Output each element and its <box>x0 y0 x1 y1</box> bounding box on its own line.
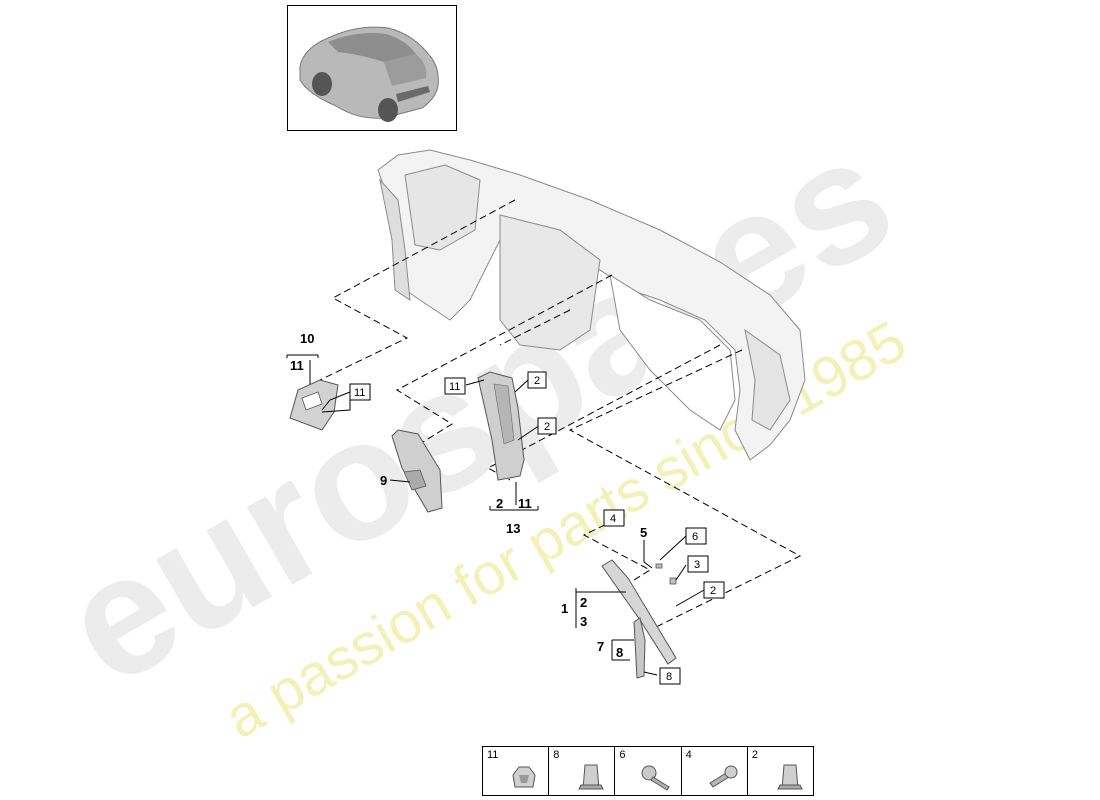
vehicle-thumbnail <box>287 5 457 131</box>
callout-8-bracket[interactable]: 8 <box>616 645 623 660</box>
callout-box-4[interactable] <box>603 509 625 527</box>
callout-box-2-b[interactable] <box>537 417 557 435</box>
tray-cell-number: 11 <box>487 749 499 761</box>
callout-box-3[interactable] <box>687 555 709 573</box>
callout-box-11-left-text: 11 <box>354 387 365 399</box>
tray-cell-number: 4 <box>685 749 692 761</box>
callout-1[interactable]: 1 <box>561 601 568 616</box>
tray-cell-number: 6 <box>619 749 626 761</box>
callout-3-bracket[interactable]: 3 <box>580 614 587 629</box>
tray-cell-8[interactable]: 8 <box>549 747 616 795</box>
callout-box-11-mid[interactable] <box>444 377 466 395</box>
screw-icon <box>641 765 671 791</box>
tray-cell-4[interactable]: 4 <box>682 747 748 795</box>
callout-box-4-text: 4 <box>610 513 616 525</box>
clip-icon <box>777 764 803 790</box>
callout-13[interactable]: 13 <box>506 521 520 536</box>
part-7-bracket <box>633 617 646 679</box>
tray-cell-number: 8 <box>553 749 560 761</box>
clip-icon <box>512 766 536 788</box>
callout-box-8-text: 8 <box>666 671 672 683</box>
screw-icon <box>708 765 738 788</box>
small-clips <box>655 563 677 585</box>
part-10-trim <box>289 379 339 431</box>
callout-box-2-a[interactable] <box>527 371 547 389</box>
callout-leaders <box>286 354 705 676</box>
callout-7[interactable]: 7 <box>597 639 604 654</box>
tray-cell-11[interactable]: 11 <box>483 747 550 795</box>
callout-box-2-c[interactable] <box>703 581 725 599</box>
tray-cell-2[interactable]: 2 <box>748 747 813 795</box>
callout-box-11-left[interactable] <box>349 383 371 401</box>
vehicle-thumbnail-image <box>299 26 439 122</box>
part-13-pillar-trim <box>477 371 525 481</box>
tray-cell-6[interactable]: 6 <box>615 747 682 795</box>
callout-box-8[interactable] <box>659 667 681 685</box>
callout-box-2-a-text: 2 <box>534 375 540 387</box>
callout-11-bottom[interactable]: 11 <box>518 496 532 511</box>
callout-boxes <box>349 371 725 685</box>
part-9-trim <box>391 429 443 513</box>
callout-5[interactable]: 5 <box>640 525 647 540</box>
callout-9[interactable]: 9 <box>380 473 387 488</box>
callout-box-2-b-text: 2 <box>544 421 550 433</box>
clip-icon <box>578 764 605 790</box>
callout-box-6-text: 6 <box>692 531 698 543</box>
callout-box-11-mid-text: 11 <box>449 381 460 393</box>
small-parts-tray: 11 8 6 4 2 <box>482 746 814 796</box>
callout-box-2-c-text: 2 <box>710 585 716 597</box>
callout-2-bracket[interactable]: 2 <box>580 595 587 610</box>
body-side-frame <box>377 149 806 461</box>
callout-box-6[interactable] <box>685 527 707 545</box>
callout-11-under-10[interactable]: 11 <box>290 358 304 373</box>
callout-10[interactable]: 10 <box>300 331 314 346</box>
tray-cell-number: 2 <box>751 749 758 761</box>
callout-box-3-text: 3 <box>694 559 700 571</box>
callout-2-bottom[interactable]: 2 <box>496 496 503 511</box>
